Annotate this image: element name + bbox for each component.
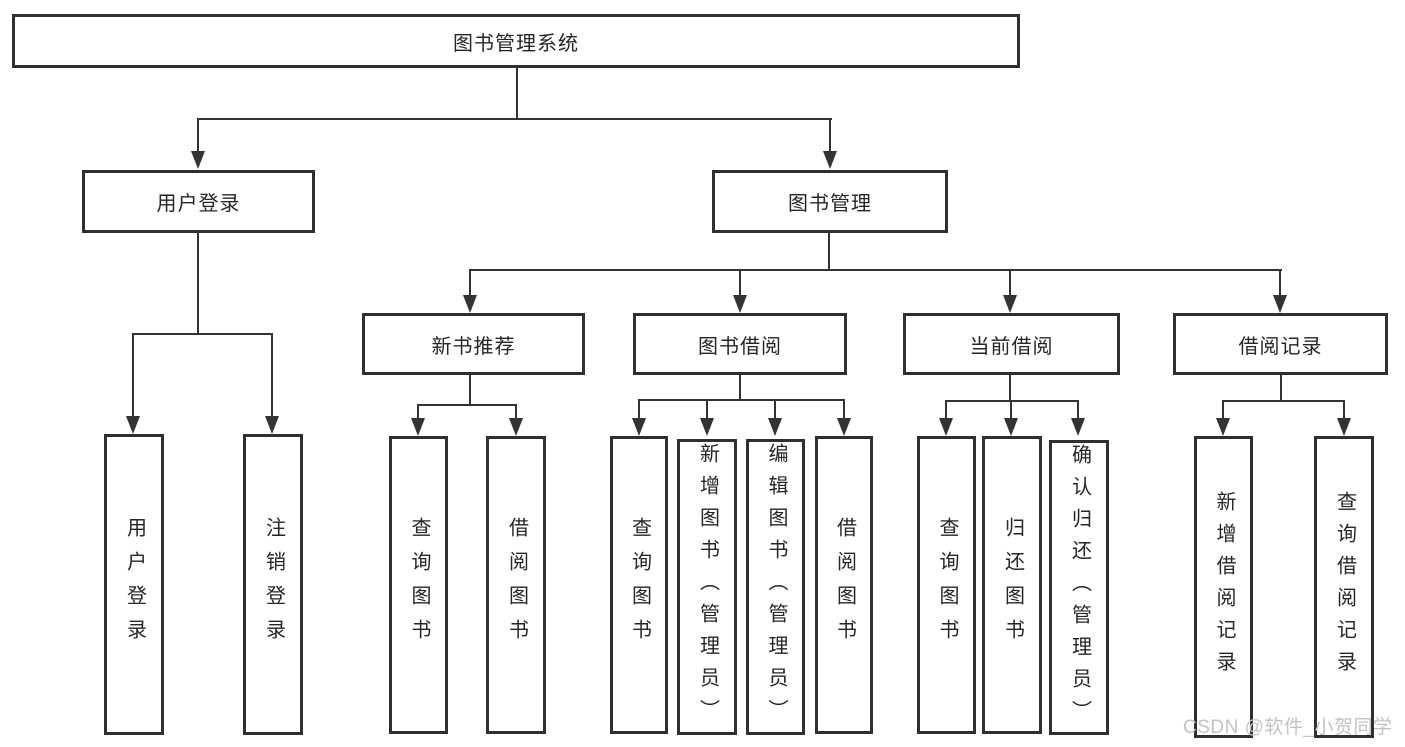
arrow-down-icon — [126, 416, 140, 434]
connector-current-borrow-bus — [945, 400, 1079, 402]
node-label: 借阅记录 — [1238, 335, 1323, 358]
connector-new-book-stem — [469, 374, 471, 406]
node-label: 图书借阅 — [698, 335, 782, 358]
connector-drop-borrow-records — [1279, 269, 1281, 296]
node-label: 借阅图书 — [505, 517, 528, 653]
leaf-query-borrow-record: 查询借阅记录 — [1314, 436, 1374, 738]
connector-drop-new-book — [469, 269, 471, 296]
connector-borrow-records-stem — [1280, 374, 1282, 402]
node-label: 用户登录 — [156, 193, 241, 215]
arrow-down-icon — [1003, 295, 1017, 313]
connector-drop-leaf — [1222, 400, 1224, 418]
node-label: 图书管理 — [788, 193, 872, 215]
connector-drop-book-borrow — [739, 269, 741, 296]
connector-drop-leaf — [774, 399, 776, 418]
connector-book-borrow-bus — [638, 399, 845, 401]
arrow-down-icon — [837, 418, 851, 436]
node-label: 查询图书 — [628, 517, 651, 653]
connector-current-borrow-stem — [1009, 374, 1011, 402]
arrow-down-icon — [509, 418, 523, 436]
arrow-down-icon — [411, 418, 425, 436]
connector-drop-user-login — [197, 118, 199, 152]
connector-book-mgmt-bus — [469, 269, 1282, 271]
connector-user-login-stem — [197, 232, 199, 335]
node-label: 新增借阅记录 — [1213, 491, 1235, 683]
leaf-add-books-admin: 新增图书（管理员） — [677, 439, 737, 735]
connector-drop-leaf — [706, 399, 708, 418]
arrow-down-icon — [733, 295, 747, 313]
leaf-query-books-recommend: 查询图书 — [389, 436, 448, 734]
arrow-down-icon — [1216, 418, 1230, 436]
leaf-borrow-books: 借阅图书 — [815, 436, 873, 734]
node-label: 确认归还（管理员） — [1068, 443, 1091, 732]
node-user-login: 用户登录 — [82, 170, 315, 233]
arrow-down-icon — [1337, 418, 1351, 436]
arrow-down-icon — [1273, 295, 1287, 313]
connector-user-login-bus — [132, 333, 273, 335]
connector-drop-leaf — [638, 399, 640, 418]
connector-drop-current-borrow — [1009, 269, 1011, 296]
node-borrowing-records: 借阅记录 — [1173, 313, 1388, 375]
leaf-query-books-borrow: 查询图书 — [610, 436, 668, 734]
node-label: 当前借阅 — [969, 335, 1054, 358]
connector-new-book-bus — [417, 404, 517, 406]
leaf-confirm-return-admin: 确认归还（管理员） — [1049, 440, 1109, 735]
leaf-borrow-books-recommend: 借阅图书 — [486, 436, 546, 734]
node-label: 查询借阅记录 — [1333, 491, 1356, 683]
arrow-down-icon — [939, 418, 953, 436]
arrow-down-icon — [1004, 418, 1018, 436]
node-label: 归还图书 — [1001, 517, 1024, 653]
connector-drop-leaf — [1343, 400, 1345, 418]
node-label: 查询图书 — [936, 517, 958, 653]
node-book-management: 图书管理 — [712, 170, 948, 233]
arrow-down-icon — [700, 418, 714, 436]
node-label: 图书管理系统 — [453, 32, 579, 55]
leaf-logout: 注销登录 — [243, 434, 303, 735]
arrow-down-icon — [632, 418, 646, 436]
leaf-return-books: 归还图书 — [982, 436, 1042, 734]
node-label: 编辑图书（管理员） — [765, 443, 787, 731]
node-new-book-recommendation: 新书推荐 — [362, 313, 585, 375]
arrow-down-icon — [265, 416, 279, 434]
connector-drop-leaf — [417, 404, 419, 418]
node-book-borrowing: 图书借阅 — [633, 313, 847, 375]
leaf-query-books-current: 查询图书 — [917, 436, 976, 734]
node-label: 借阅图书 — [833, 517, 856, 653]
node-label: 用户登录 — [123, 516, 146, 653]
connector-drop-leaf — [515, 404, 517, 418]
connector-drop-book-management — [829, 118, 831, 152]
node-label: 新增图书（管理员） — [696, 443, 719, 731]
connector-drop-logout-leaf — [271, 333, 273, 416]
arrow-down-icon — [823, 151, 837, 169]
connector-drop-leaf — [1010, 400, 1012, 418]
connector-drop-login-leaf — [132, 333, 134, 416]
connector-book-mgmt-stem — [828, 232, 830, 271]
node-current-borrowing: 当前借阅 — [903, 313, 1120, 375]
connector-borrow-records-bus — [1222, 400, 1345, 402]
leaf-add-borrow-record: 新增借阅记录 — [1194, 436, 1253, 738]
connector-drop-leaf — [843, 399, 845, 418]
leaf-user-login: 用户登录 — [104, 434, 164, 735]
arrow-down-icon — [191, 151, 205, 169]
leaf-edit-books-admin: 编辑图书（管理员） — [746, 439, 805, 735]
arrow-down-icon — [768, 418, 782, 436]
arrow-down-icon — [1071, 418, 1085, 436]
connector-book-borrow-stem — [739, 374, 741, 401]
connector-root-bus — [197, 118, 832, 120]
connector-root-stem — [516, 67, 518, 119]
node-label: 注销登录 — [262, 516, 285, 653]
connector-drop-leaf — [945, 400, 947, 418]
node-library-management-system: 图书管理系统 — [12, 14, 1020, 68]
node-label: 新书推荐 — [431, 335, 516, 358]
csdn-watermark: CSDN @软件_小贺同学 — [1183, 717, 1393, 738]
connector-drop-leaf — [1077, 400, 1079, 418]
node-label: 查询图书 — [408, 517, 430, 653]
arrow-down-icon — [463, 295, 477, 313]
